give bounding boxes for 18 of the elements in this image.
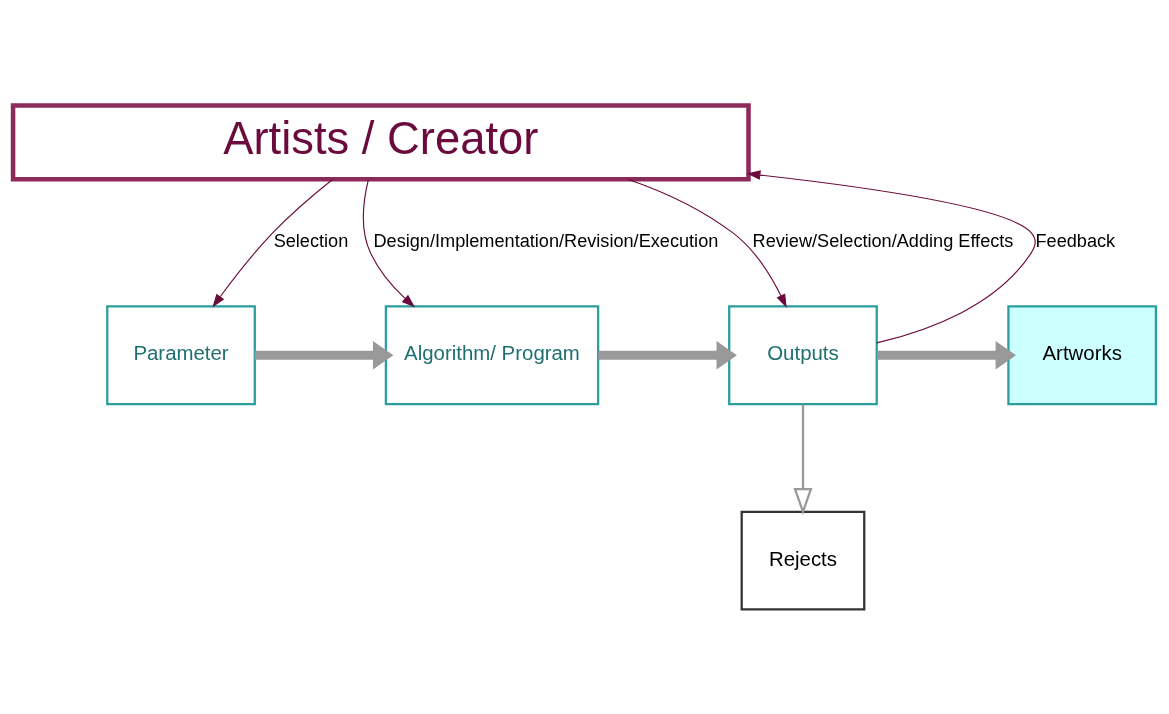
arrow bbox=[598, 340, 737, 369]
arrow bbox=[254, 340, 394, 369]
arrow bbox=[627, 178, 787, 308]
node-box: Rejects bbox=[740, 510, 866, 611]
edge-label: Feedback bbox=[1035, 230, 1116, 251]
edge-label: Design/Implementation/Revision/Execution bbox=[373, 230, 719, 251]
arrow bbox=[362, 178, 416, 307]
node-box: Algorithm/ Program bbox=[384, 304, 600, 405]
node-box: Artworks bbox=[1007, 304, 1158, 405]
arrow bbox=[877, 340, 1016, 369]
edge-label: Selection bbox=[273, 230, 349, 251]
edge-label: Review/Selection/Adding Effects bbox=[752, 230, 1014, 251]
node-box: Outputs bbox=[728, 304, 878, 405]
arrow bbox=[746, 169, 1036, 343]
arrow bbox=[793, 404, 813, 515]
arrow bbox=[212, 178, 334, 308]
node-box: Artists / Creator bbox=[10, 102, 751, 182]
node-box: Parameter bbox=[106, 304, 256, 405]
